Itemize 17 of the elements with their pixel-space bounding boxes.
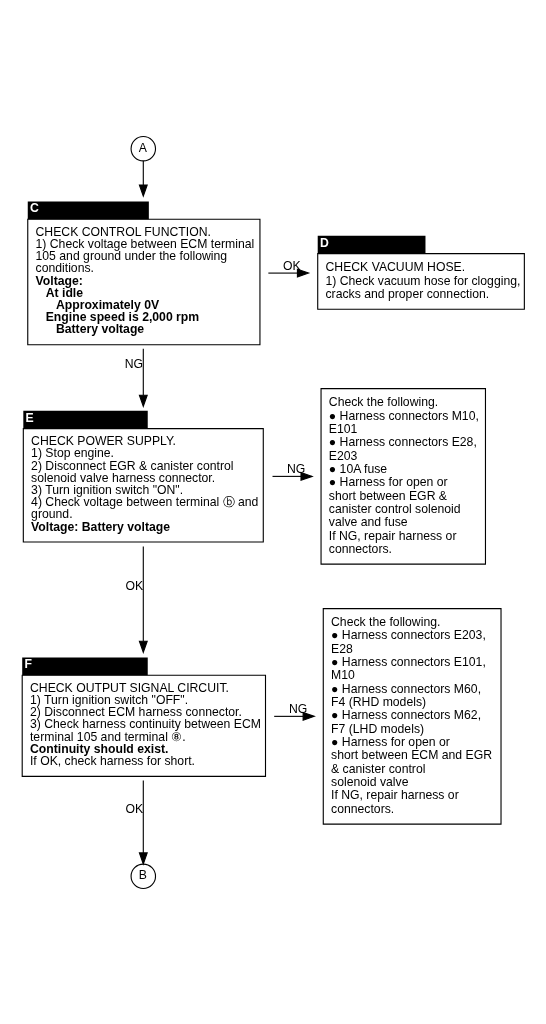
node-circle: A — [130, 135, 157, 161]
arrow — [271, 471, 314, 481]
arrow — [138, 159, 148, 198]
arrow — [267, 267, 311, 278]
edge-label: OK — [125, 578, 144, 593]
arrow — [138, 779, 148, 866]
edge-label: OK — [282, 258, 301, 273]
node-box: Check the following. ● Harness connectors M10, E101 ● Harness connectors E28, E203 ● 10A fuse ● Harness for open or short between EGR & canister control solenoid valve and fuse If NG, repair harness or connectors. — [320, 387, 487, 565]
arrow — [138, 347, 148, 408]
edge-label: NG — [287, 461, 306, 476]
edge-label: NG — [288, 701, 308, 716]
edge-label: OK — [125, 801, 144, 816]
arrow — [273, 711, 316, 721]
node-box: Check the following. ● Harness connectors E203, E28 ● Harness connectors E101, M10 ● Harness connectors M60, F4 (RHD models) ● Harness connectors M62, F7 (LHD models) ● Harness for open or short between ECM and EGR & canister control solenoid valve If NG, repair harness or connectors. — [322, 607, 502, 825]
node-circle: B — [130, 863, 157, 889]
edge-label: NG — [124, 356, 144, 371]
arrow — [138, 545, 148, 654]
